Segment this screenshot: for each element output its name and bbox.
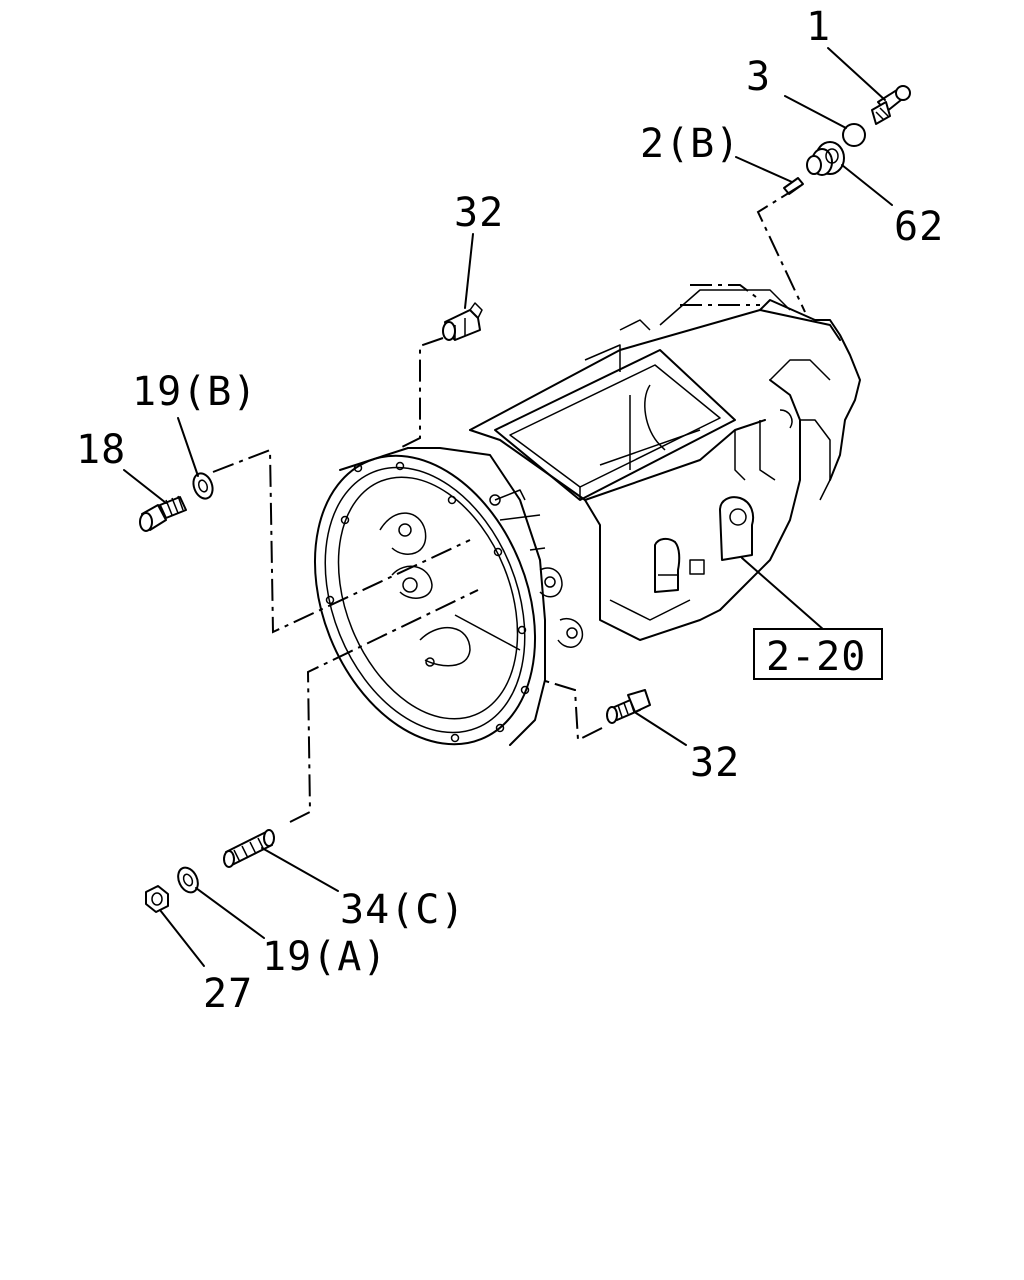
callout-18: 18 <box>76 427 126 473</box>
part-32-right-bolt <box>606 689 651 724</box>
part-1-sensor <box>871 85 911 125</box>
part-34c-stud <box>223 829 275 868</box>
part-19a-washer <box>177 866 199 894</box>
part-18-bolt <box>139 495 187 532</box>
callout-19a: 19(A) <box>262 934 387 980</box>
part-62-fitting <box>806 141 845 176</box>
callout-19b: 19(B) <box>132 369 257 415</box>
reference-box <box>753 628 883 680</box>
leader-lines <box>123 47 893 967</box>
callout-3: 3 <box>746 54 771 100</box>
callout-34c: 34(C) <box>340 887 465 933</box>
callout-2-20: 2-20 <box>766 634 866 680</box>
callout-32-right: 32 <box>690 740 740 786</box>
callout-27: 27 <box>203 971 253 1017</box>
callout-2b: 2(B) <box>640 121 740 167</box>
callout-32-top: 32 <box>454 190 504 236</box>
part-2b-pin <box>783 177 804 195</box>
transmission-case <box>313 284 861 746</box>
part-27-nut <box>145 885 169 913</box>
assembly-lines <box>212 185 806 823</box>
part-32-top-plug <box>442 302 483 341</box>
callout-62: 62 <box>894 204 944 250</box>
callout-1: 1 <box>806 4 831 50</box>
part-19b-washer <box>192 472 214 500</box>
part-3-ball <box>842 123 866 147</box>
